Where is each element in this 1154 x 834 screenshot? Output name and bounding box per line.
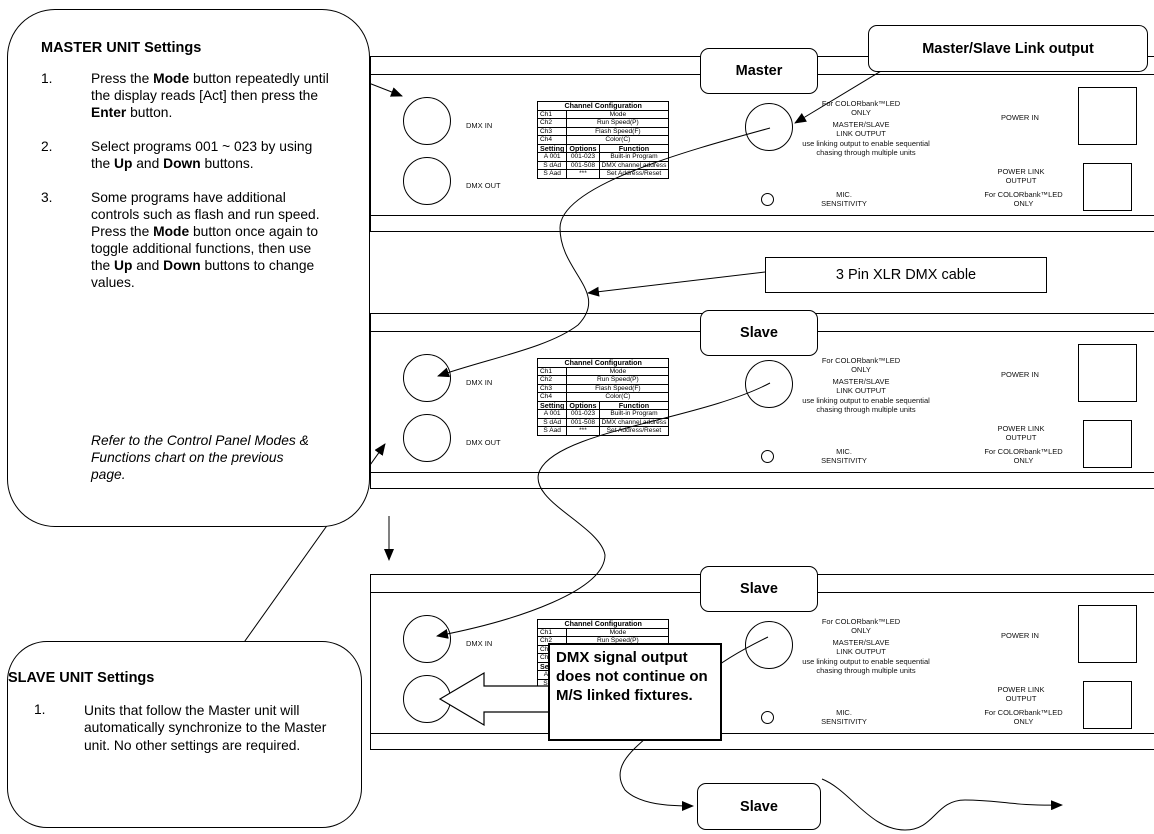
step-keyword: Down (163, 258, 201, 273)
step-text: Select programs 001 ~ 023 by using the (91, 139, 313, 171)
link-note: use linking output to enable sequential … (802, 396, 930, 414)
slave-step-text: Units that follow the Master unit will a… (84, 703, 327, 753)
mic-label: MIC. SENSITIVITY (821, 708, 867, 726)
config-setting-row: S Aad***Set Address/Reset (536, 426, 670, 436)
continue-wave (821, 778, 1063, 831)
dmx-out-label: DMX OUT (466, 438, 501, 447)
master-label: Master (700, 48, 818, 94)
mic-knob[interactable] (761, 193, 774, 206)
mic-knob[interactable] (761, 711, 774, 724)
colorbank-bottom-label: For COLORbank™LED ONLY (984, 708, 1063, 726)
colorbank-top-label: For COLORbank™LED ONLY (821, 617, 901, 635)
link-output-jack[interactable] (745, 621, 793, 669)
step-keyword: Down (163, 156, 201, 171)
step-text: button. (126, 105, 173, 120)
cable-label: 3 Pin XLR DMX cable (765, 257, 1047, 293)
dmx-cable-1 (437, 127, 771, 378)
step-text: button once again to toggle additional f… (91, 224, 319, 273)
master-step-1: 1. Press the Mode button repeatedly until… (41, 70, 331, 121)
slave-settings-title: SLAVE UNIT Settings (8, 670, 155, 686)
dmx-in-jack[interactable] (403, 354, 451, 402)
master-steps: 1. Press the Mode button repeatedly until… (41, 70, 331, 308)
dmx-cable-2 (436, 382, 771, 639)
dmx-in-jack[interactable] (403, 615, 451, 663)
master-settings-title: MASTER UNIT Settings (41, 40, 202, 56)
ms-link-label: MASTER/SLAVE LINK OUTPUT (832, 638, 890, 656)
link-note: use linking output to enable sequential … (802, 139, 930, 157)
power-in-socket[interactable] (1078, 87, 1137, 145)
cable-leader (587, 271, 766, 297)
mic-label: MIC. SENSITIVITY (821, 190, 867, 208)
power-link-socket[interactable] (1083, 163, 1132, 211)
master-settings-note: Refer to the Control Panel Modes & Funct… (91, 433, 309, 482)
ms-link-label: MASTER/SLAVE LINK OUTPUT (832, 120, 890, 138)
master-settings-callout: MASTER UNIT Settings 1. Press the Mode bu… (7, 9, 370, 527)
dmx-in-label: DMX IN (466, 378, 493, 387)
step-text: buttons. (200, 156, 254, 171)
step-number: 2. (41, 139, 53, 154)
ms-link-label: MASTER/SLAVE LINK OUTPUT (832, 377, 890, 395)
slave-label-1: Slave (700, 310, 818, 356)
master-step-2: 2. Select programs 001 ~ 023 by using the… (41, 138, 331, 172)
step-keyword: Up (114, 156, 133, 171)
step-text: Some programs have additional controls s… (91, 190, 320, 239)
step-number: 1. (41, 71, 53, 86)
step-text: buttons to change values. (91, 258, 315, 290)
slave-step-number: 1. (34, 702, 46, 717)
power-link-label: POWER LINK OUTPUT (997, 685, 1045, 703)
colorbank-bottom-label: For COLORbank™LED ONLY (984, 190, 1063, 208)
panel-bottom-rail (371, 472, 1154, 473)
colorbank-bottom-label: For COLORbank™LED ONLY (984, 447, 1063, 465)
step-text: and (132, 156, 164, 171)
step-keyword: Mode (153, 71, 190, 86)
step-number: 3. (41, 190, 53, 205)
colorbank-top-label: For COLORbank™LED ONLY (821, 99, 901, 117)
step-text: and (132, 258, 164, 273)
config-setting-row: S Aad***Set Address/Reset (536, 169, 670, 179)
power-link-socket[interactable] (1083, 420, 1132, 468)
dmx-out-label: DMX OUT (466, 181, 501, 190)
dmx-in-label: DMX IN (466, 121, 493, 130)
power-link-label: POWER LINK OUTPUT (997, 167, 1045, 185)
slave-label-3: Slave (697, 783, 821, 830)
dmx-out-jack[interactable] (403, 414, 451, 462)
link-note: use linking output to enable sequential … (802, 657, 930, 675)
power-link-socket[interactable] (1083, 681, 1132, 729)
link-output-leader (794, 61, 897, 124)
power-link-label: POWER LINK OUTPUT (997, 424, 1045, 442)
step-text: button repeatedly until the display read… (91, 71, 329, 103)
panel-bottom-rail (371, 733, 1154, 734)
slave-label-2: Slave (700, 566, 818, 612)
dmx-warning-box: DMX signal output does not continue on M… (548, 643, 722, 741)
link-output-label: Master/Slave Link output (868, 25, 1148, 72)
mic-knob[interactable] (761, 450, 774, 463)
power-in-label: POWER IN (1001, 113, 1039, 122)
step-keyword: Up (114, 258, 133, 273)
power-in-label: POWER IN (1001, 370, 1039, 379)
colorbank-top-label: For COLORbank™LED ONLY (821, 356, 901, 374)
power-in-socket[interactable] (1078, 344, 1137, 402)
panel-bottom-rail (371, 215, 1154, 216)
step-text: Press the (91, 71, 154, 86)
link-output-jack[interactable] (745, 360, 793, 408)
mic-label: MIC. SENSITIVITY (821, 447, 867, 465)
master-step-3: 3. Some programs have additional controls… (41, 189, 331, 291)
dmx-in-jack[interactable] (403, 97, 451, 145)
power-in-socket[interactable] (1078, 605, 1137, 663)
power-in-label: POWER IN (1001, 631, 1039, 640)
dmx-in-label: DMX IN (466, 639, 493, 648)
step-keyword: Mode (153, 224, 190, 239)
dmx-out-jack[interactable] (403, 157, 451, 205)
link-output-jack[interactable] (745, 103, 793, 151)
slave-settings-callout: SLAVE UNIT Settings 1. Units that follow… (7, 641, 362, 828)
hollow-left-arrow (438, 671, 557, 727)
step-keyword: Enter (91, 105, 127, 120)
